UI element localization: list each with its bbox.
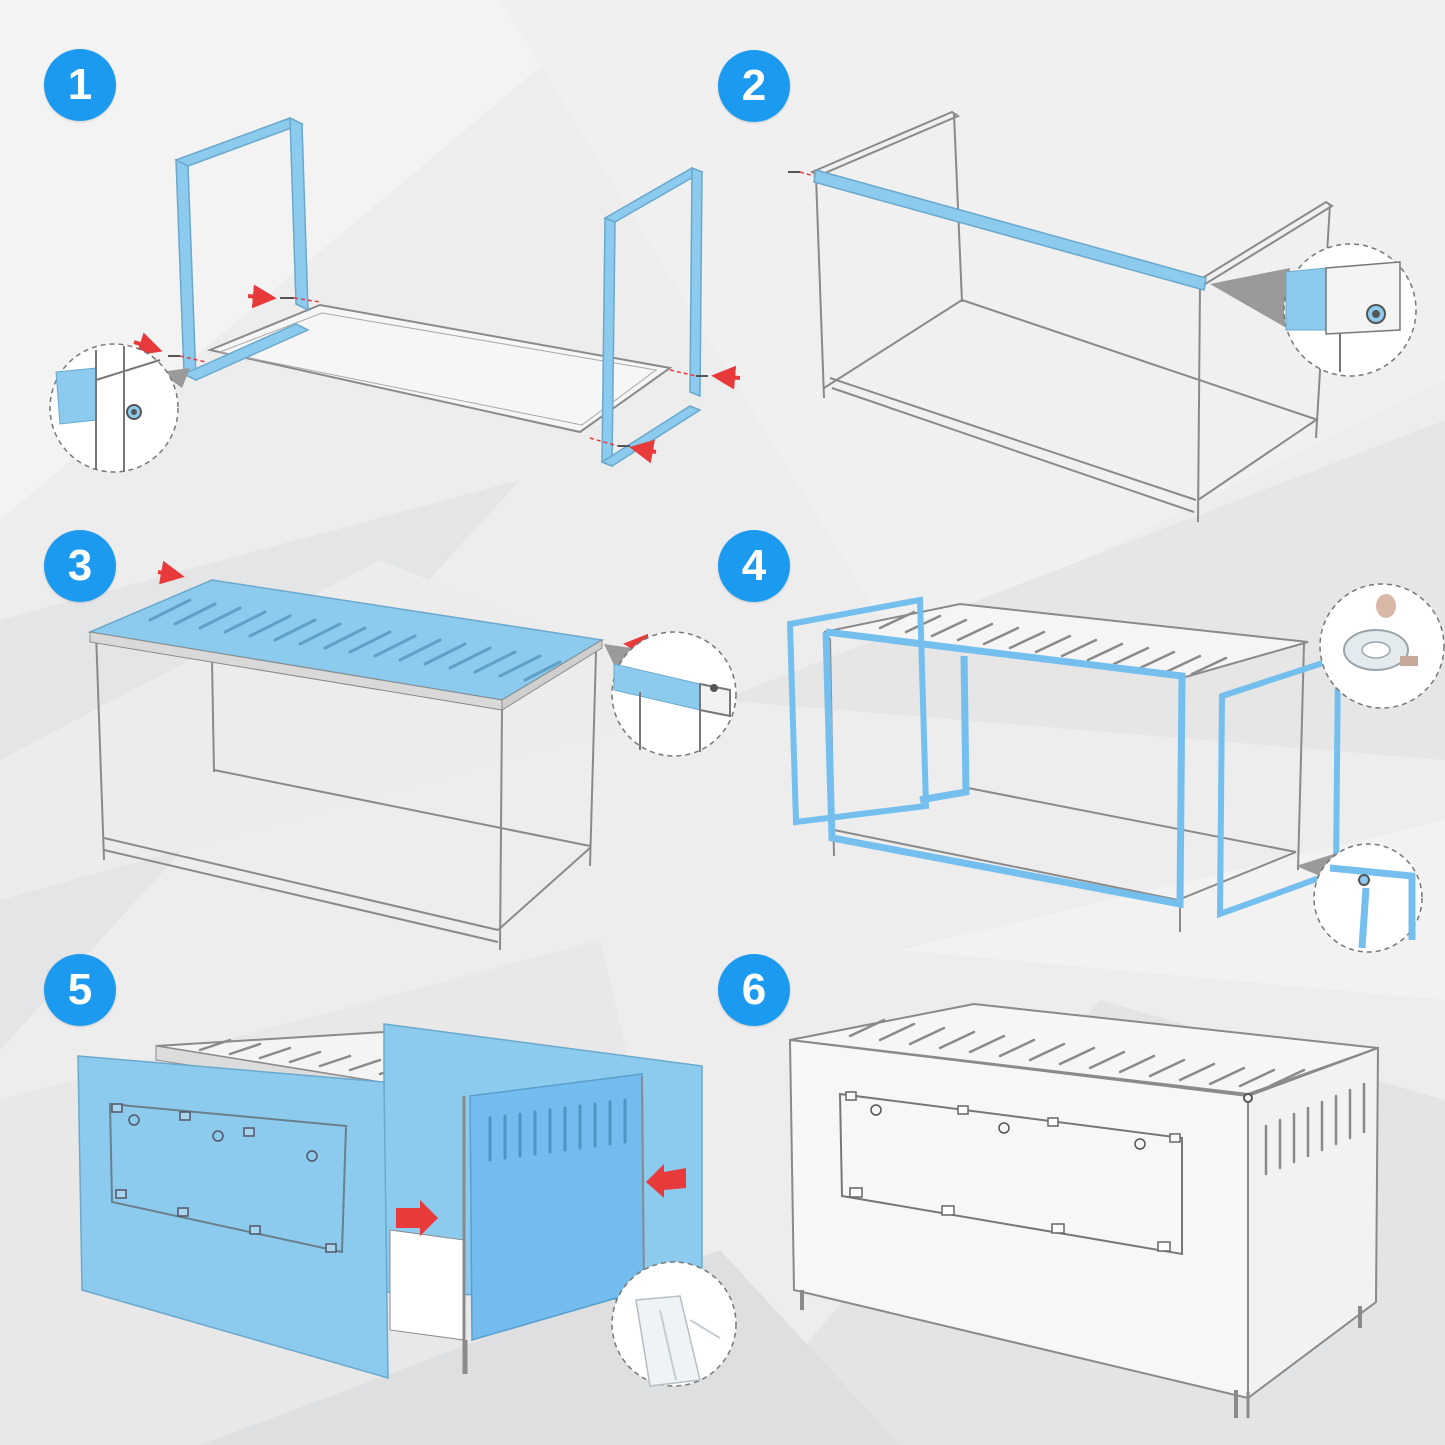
adhesive-tape-icon [1319, 583, 1445, 709]
zoom-detail-icon [1210, 243, 1417, 377]
top-crossbar [813, 169, 1207, 291]
right-side-frame [600, 166, 704, 468]
step-4-illustration [786, 583, 1445, 953]
front-panel [77, 1055, 389, 1379]
zoom-detail-icon [49, 343, 190, 473]
left-side-frame [174, 116, 310, 382]
step-5-illustration [77, 1023, 737, 1387]
step-badge-4: 4 [718, 530, 790, 602]
red-arrow-icon [133, 284, 741, 464]
adhesive-edge-strips [822, 628, 1186, 909]
step-6-illustration [788, 1002, 1380, 1418]
step-1-illustration [49, 116, 741, 473]
step-2-illustration [788, 110, 1417, 523]
zoom-detail-icon [1296, 843, 1423, 953]
step-badge-3: 3 [44, 530, 116, 602]
zoom-detail-icon [611, 1261, 737, 1387]
red-arrow-icon [396, 1164, 686, 1236]
zoom-detail-icon [604, 631, 737, 757]
step-3-illustration [87, 560, 737, 951]
step-badge-6: 6 [718, 954, 790, 1026]
step-badge-2: 2 [718, 50, 790, 122]
screw-icon [168, 297, 708, 447]
top-vent-panel [87, 579, 605, 711]
step-badge-1: 1 [44, 49, 116, 121]
step-badge-5: 5 [44, 954, 116, 1026]
